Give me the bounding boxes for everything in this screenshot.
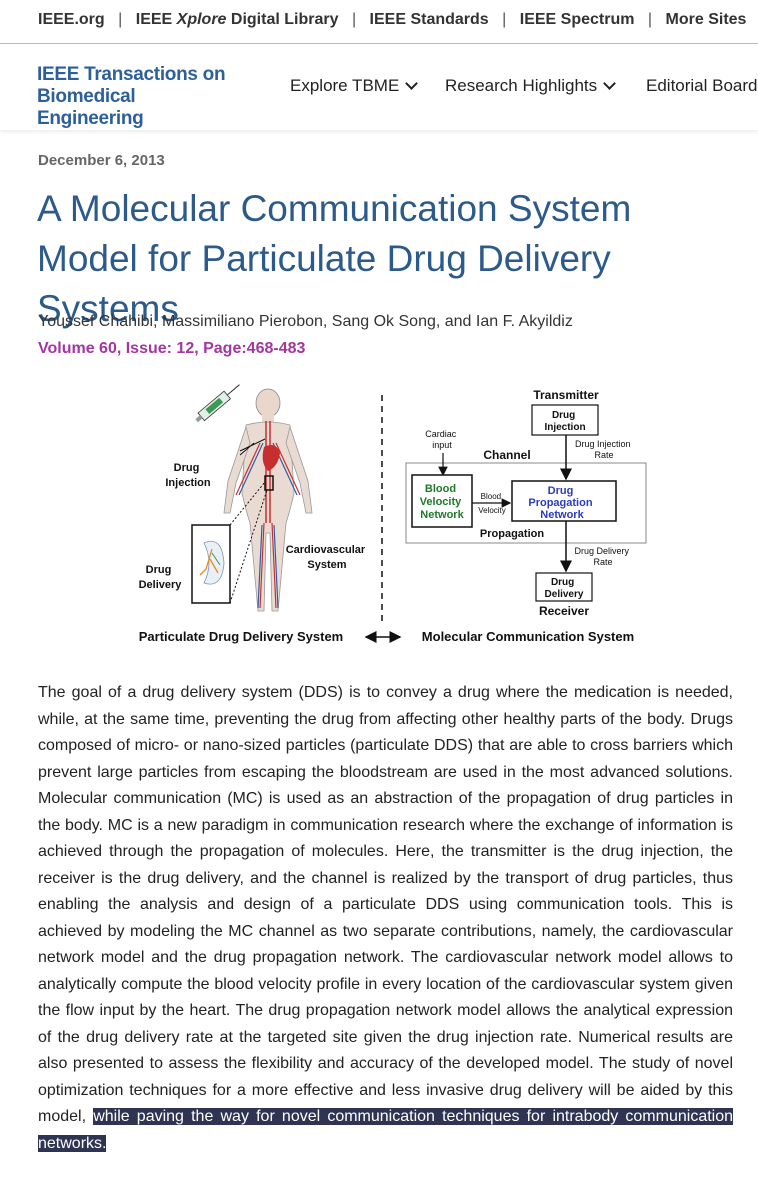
- tx-box: [531, 404, 599, 436]
- cardiac-l2: input: [432, 440, 452, 450]
- bvn-l2: Velocity: [420, 496, 462, 508]
- separator: |: [118, 11, 123, 28]
- injrate-l1: Drug Injection: [575, 439, 631, 449]
- fig-receiver: Receiver: [539, 604, 589, 618]
- bvn-l1: Blood: [425, 483, 456, 495]
- logo-line2: Biomedical Engineering: [37, 86, 144, 129]
- label-drug-delivery: Drug Delivery: [139, 564, 183, 591]
- top-utility-bar: IEEE.org | IEEE Xplore Digital Library |…: [0, 0, 758, 44]
- separator: |: [647, 11, 653, 28]
- link-ieee-standards[interactable]: IEEE Standards: [369, 11, 489, 28]
- label-cardiovascular-system: Cardiovascular System: [286, 544, 369, 571]
- article-date: December 6, 2013: [38, 152, 165, 169]
- bvn-l3: Network: [420, 509, 464, 521]
- syringe-icon: [195, 384, 240, 423]
- link-xplore-post: Digital Library: [226, 11, 339, 28]
- article-volume[interactable]: Volume 60, Issue: 12, Page:468-483: [38, 340, 306, 357]
- kidney-inset: [191, 524, 231, 604]
- link-xplore-pre: IEEE: [135, 11, 177, 28]
- nav-label: Editorial Board: [646, 76, 758, 95]
- delrate-l2: Rate: [593, 557, 612, 567]
- caption-left: Particulate Drug Delivery System: [139, 629, 343, 644]
- dpn-l2: Propagation: [528, 497, 592, 509]
- tx-l2: Injection: [544, 422, 585, 433]
- rx-l2: Delivery: [545, 589, 584, 600]
- link-ieee-xplore[interactable]: IEEE Xplore Digital Library: [136, 11, 339, 28]
- fig-cardio-l2: System: [307, 559, 346, 571]
- fig-cardio-l1: Cardiovascular: [286, 544, 366, 556]
- dpn-l1: Drug: [548, 485, 574, 497]
- rx-l1: Drug: [551, 577, 574, 588]
- abstract-text: The goal of a drug delivery system (DDS)…: [38, 684, 733, 1125]
- separator: |: [502, 11, 507, 28]
- blood-velocity-box: [411, 474, 473, 528]
- nav-label: Research Highlights: [445, 76, 598, 95]
- fig-blood-velocity: Blood Velocity: [478, 492, 506, 515]
- rx-box: [535, 572, 593, 602]
- fig-cardiac-input: Cardiac input: [425, 429, 459, 450]
- tx-l1: Drug: [552, 410, 575, 421]
- bv-l1: Blood: [481, 492, 501, 501]
- abstract-selected-text[interactable]: while paving the way for novel communica…: [38, 1108, 734, 1152]
- fig-drug-delivery-l1: Drug: [146, 564, 172, 576]
- chevron-down-icon: [405, 77, 419, 90]
- logo-line1: IEEE Transactions on: [37, 64, 226, 85]
- rx-box-label: Drug Delivery: [545, 577, 584, 600]
- label-drug-injection: Drug Injection: [165, 462, 211, 489]
- site-header: IEEE Transactions on Biomedical Engineer…: [0, 44, 758, 130]
- nav-explore-tbme[interactable]: Explore TBME: [290, 76, 419, 96]
- caption-right: Molecular Communication System: [422, 629, 634, 644]
- cardiac-l1: Cardiac: [425, 429, 457, 439]
- separator: |: [351, 11, 357, 28]
- fig-drug-injection-l1: Drug: [174, 462, 200, 474]
- nav-editorial-board[interactable]: Editorial Board: [646, 76, 758, 96]
- chevron-down-icon: [603, 77, 617, 90]
- fig-propagation: Propagation: [480, 528, 544, 540]
- bv-l2: Velocity: [478, 506, 506, 515]
- article-abstract: The goal of a drug delivery system (DDS)…: [38, 680, 734, 1157]
- blood-velocity-network-label: Blood Velocity Network: [420, 483, 465, 521]
- nav-research-highlights[interactable]: Research Highlights: [445, 76, 617, 96]
- nav-label: Explore TBME: [290, 76, 400, 95]
- link-more-sites[interactable]: More Sites: [665, 11, 747, 28]
- fig-transmitter: Transmitter: [533, 388, 599, 402]
- article-title: A Molecular Communication System Model f…: [37, 188, 632, 329]
- fig-channel: Channel: [483, 448, 530, 462]
- top-links: IEEE.org | IEEE Xplore Digital Library |…: [38, 11, 746, 29]
- link-ieee-spectrum[interactable]: IEEE Spectrum: [519, 11, 635, 28]
- human-body-illustration: [223, 388, 313, 612]
- tx-box-label: Drug Injection: [544, 410, 585, 433]
- fig-delivery-rate: Drug Delivery Rate: [574, 546, 631, 567]
- drug-propagation-box: [511, 480, 617, 522]
- drug-propagation-network-label: Drug Propagation Network: [528, 485, 595, 521]
- link-xplore-em: Xplore: [176, 11, 227, 28]
- article-figure: Drug Injection Drug Delivery Cardiovascu…: [139, 384, 647, 644]
- dpn-l3: Network: [540, 509, 584, 521]
- journal-logo[interactable]: IEEE Transactions on Biomedical Engineer…: [37, 64, 237, 130]
- fig-drug-injection-l2: Injection: [165, 477, 211, 489]
- article-authors: Youssef Chahibi, Massimiliano Pierobon, …: [38, 313, 573, 330]
- injrate-l2: Rate: [594, 450, 613, 460]
- delrate-l1: Drug Delivery: [574, 546, 629, 556]
- fig-drug-delivery-l2: Delivery: [139, 579, 183, 591]
- fig-injection-rate: Drug Injection Rate: [575, 439, 633, 460]
- link-ieee-org[interactable]: IEEE.org: [38, 11, 105, 28]
